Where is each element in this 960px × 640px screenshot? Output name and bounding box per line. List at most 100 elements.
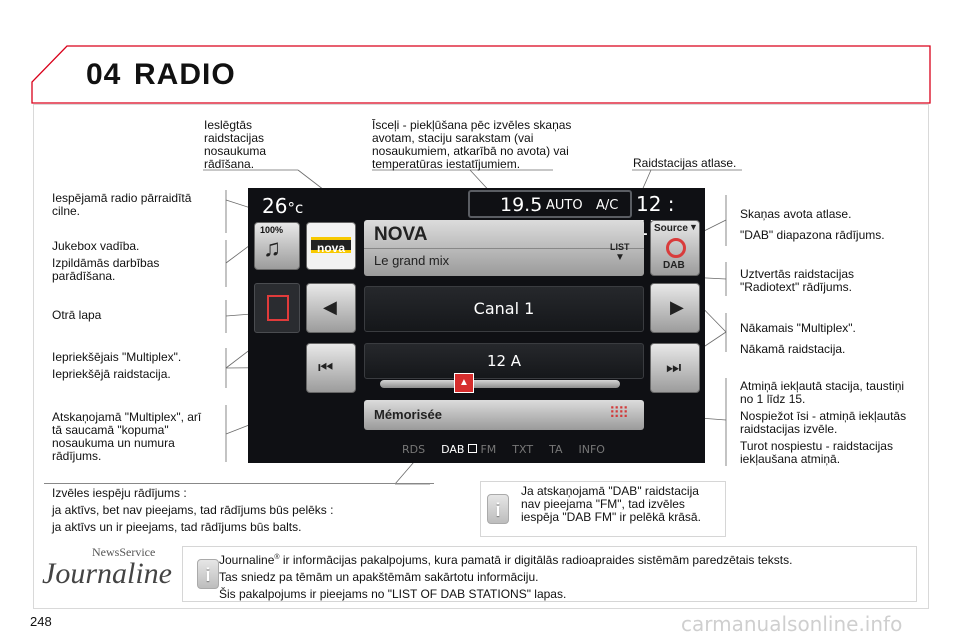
source-label: Skaņas avota atlase. "DAB" diapazona rād… bbox=[740, 208, 930, 246]
info-indicator: INFO bbox=[578, 443, 605, 456]
label-line: ja aktīvs, bet nav pieejams, tad rādījum… bbox=[52, 503, 334, 517]
station-name-label: Ieslēgtās raidstacijas nosaukuma rādīšan… bbox=[204, 119, 294, 171]
previous-station-button[interactable]: ⏮ bbox=[306, 343, 356, 393]
radiotext-label: Uztvertās raidstacijas "Radiotext" rādīj… bbox=[740, 267, 855, 294]
options-note: Izvēles iespēju rādījums : ja aktīvs, be… bbox=[52, 487, 422, 538]
dab-antenna-icon bbox=[666, 238, 686, 258]
next-label: Nākamais "Multiplex". Nākamā raidstacija… bbox=[740, 322, 930, 360]
registered-mark: ® bbox=[274, 554, 280, 561]
source-arrow-icon: ▼ bbox=[689, 222, 698, 232]
ta-indicator: TA bbox=[549, 443, 563, 456]
climate-ac: A/C bbox=[596, 198, 619, 213]
rebroadcast-label: Iespējamā radio pārraidītā cilne. bbox=[52, 191, 192, 218]
temperature-value: 26 bbox=[262, 194, 288, 218]
outside-temperature: 26°c bbox=[262, 194, 303, 218]
label-line: Nākamā raidstacija. bbox=[740, 342, 846, 356]
list-arrow-icon[interactable]: ▼ bbox=[615, 252, 625, 263]
option-indicators: RDS DAB FM TXT TA INFO bbox=[402, 443, 621, 456]
info-icon: i bbox=[197, 559, 219, 589]
station-bar[interactable]: NOVA Le grand mix LIST ▼ bbox=[364, 220, 644, 276]
chapter-number: 04 bbox=[86, 58, 122, 91]
memory-bar[interactable]: Mémorisée ⠿⠿ bbox=[364, 400, 644, 430]
climate-temp: 19.5 bbox=[500, 194, 543, 216]
dab-label: DAB bbox=[663, 260, 685, 271]
divider bbox=[364, 248, 644, 249]
source-text: Source bbox=[654, 223, 688, 234]
rebroadcast-button[interactable]: nova bbox=[306, 222, 356, 270]
multiplex-name-label: Atskaņojamā "Multiplex", arī tā saucamā … bbox=[52, 410, 202, 463]
label-line: Turot nospiestu - raidstacijas iekļaušan… bbox=[740, 439, 893, 466]
label-line: Nospiežot īsi - atmiņā iekļautās raidsta… bbox=[740, 409, 907, 436]
second-page-button[interactable] bbox=[254, 283, 300, 333]
preset-slider[interactable] bbox=[380, 380, 620, 388]
radio-screen: 26°c 19.5 AUTO A/C 12 : 15 100% ♫ nova N… bbox=[248, 188, 705, 463]
music-note-icon: ♫ bbox=[263, 235, 281, 262]
info-icon: i bbox=[487, 494, 509, 524]
memory-label: Atmiņā iekļautā stacija, taustiņi no 1 l… bbox=[740, 380, 920, 470]
label-line: Skaņas avota atlase. bbox=[740, 207, 852, 221]
climate-shortcut[interactable]: 19.5 AUTO A/C bbox=[468, 190, 632, 218]
skip-back-icon: ⏮ bbox=[318, 358, 334, 377]
slider-up-icon[interactable]: ▲ bbox=[454, 373, 474, 393]
volume-percent: 100% bbox=[260, 225, 284, 235]
dab-info-box: i Ja atskaņojamā "DAB" raidstacija nav p… bbox=[480, 481, 726, 537]
txt-indicator: TXT bbox=[512, 443, 534, 456]
station-list-label: Raidstacijas atlase. bbox=[633, 156, 737, 170]
journaline-text: Journaline® ir informācijas pakalpojums,… bbox=[219, 551, 909, 605]
label-line: nosaukuma bbox=[204, 144, 267, 158]
page-number: 248 bbox=[30, 614, 52, 629]
temperature-unit: °c bbox=[287, 199, 304, 217]
radiotext-value: Le grand mix bbox=[374, 253, 450, 268]
multiplex-name: Canal 1 bbox=[473, 299, 535, 318]
arrow-right-icon: ▶ bbox=[670, 297, 684, 317]
label-line: Jukebox vadība. bbox=[52, 239, 140, 253]
chapter-header-shape bbox=[31, 45, 931, 104]
next-station-button[interactable]: ⏭ bbox=[650, 343, 700, 393]
arrow-left-icon: ◀ bbox=[323, 297, 337, 317]
journaline-line: ir informācijas pakalpojums, kura pamatā… bbox=[282, 553, 793, 567]
label-line: Atmiņā iekļautā stacija, taustiņi no 1 l… bbox=[740, 379, 905, 406]
label-line: "DAB" diapazona rādījums. bbox=[740, 228, 885, 242]
shortcuts-label: Īsceļi - piekļūšana pēc izvēles skaņas a… bbox=[372, 118, 572, 171]
memorise-label: Mémorisée bbox=[374, 407, 442, 422]
station-name: NOVA bbox=[374, 224, 428, 245]
link-icon bbox=[468, 444, 478, 453]
previous-label: Iepriekšējais "Multiplex". Iepriekšējā r… bbox=[52, 351, 217, 385]
jukebox-label: Jukebox vadība. Izpildāmās darbības parā… bbox=[52, 240, 192, 287]
next-multiplex-button[interactable]: ▶ bbox=[650, 283, 700, 333]
label-line: ja aktīvs un ir pieejams, tad rādījums b… bbox=[52, 520, 302, 534]
label-line: Iepriekšējais "Multiplex". bbox=[52, 350, 182, 364]
jukebox-button[interactable]: 100% ♫ bbox=[254, 222, 300, 270]
source-button[interactable]: Source ▼ DAB bbox=[650, 220, 700, 276]
label-line: Nākamais "Multiplex". bbox=[740, 321, 856, 335]
skip-forward-icon: ⏭ bbox=[666, 358, 682, 377]
previous-multiplex-button[interactable]: ◀ bbox=[306, 283, 356, 333]
journaline-word: Journaline bbox=[219, 553, 275, 567]
multiplex-number-display: 12 A bbox=[364, 343, 644, 379]
multiplex-number: 12 A bbox=[486, 352, 522, 370]
dab-indicator: DAB bbox=[441, 443, 465, 456]
second-page-label: Otrā lapa bbox=[52, 308, 102, 322]
journaline-logo: NewsService Journaline bbox=[38, 545, 180, 605]
logo-word: Journaline bbox=[42, 557, 172, 590]
nova-logo: nova bbox=[311, 237, 351, 255]
dab-info-text: Ja atskaņojamā "DAB" raidstacija nav pie… bbox=[521, 484, 701, 524]
rds-indicator: RDS bbox=[402, 443, 426, 456]
label-line: raidstacijas bbox=[204, 131, 265, 145]
label-line: Izvēles iespēju rādījums : bbox=[52, 486, 187, 500]
logo-top: NewsService bbox=[92, 545, 156, 559]
fm-indicator: FM bbox=[480, 443, 497, 456]
journaline-info-box: i Journaline® ir informācijas pakalpojum… bbox=[182, 546, 917, 602]
watermark: carmanualsonline.info bbox=[681, 612, 903, 636]
journaline-line: Šis pakalpojums ir pieejams no "LIST OF … bbox=[219, 587, 567, 601]
list-label: LIST bbox=[610, 242, 630, 252]
label-line: rādīšana. bbox=[204, 157, 255, 171]
climate-mode: AUTO bbox=[546, 198, 583, 213]
journaline-line: Tas sniedz pa tēmām un apakštēmām sakārt… bbox=[219, 570, 539, 584]
multiplex-display: Canal 1 bbox=[364, 286, 644, 332]
label-line: Iepriekšējā raidstacija. bbox=[52, 367, 171, 381]
preset-grid-icon: ⠿⠿ bbox=[609, 405, 629, 422]
divider bbox=[44, 483, 434, 484]
label-line: Ieslēgtās bbox=[204, 118, 253, 132]
label-line: Izpildāmās darbības parādīšana. bbox=[52, 256, 160, 283]
